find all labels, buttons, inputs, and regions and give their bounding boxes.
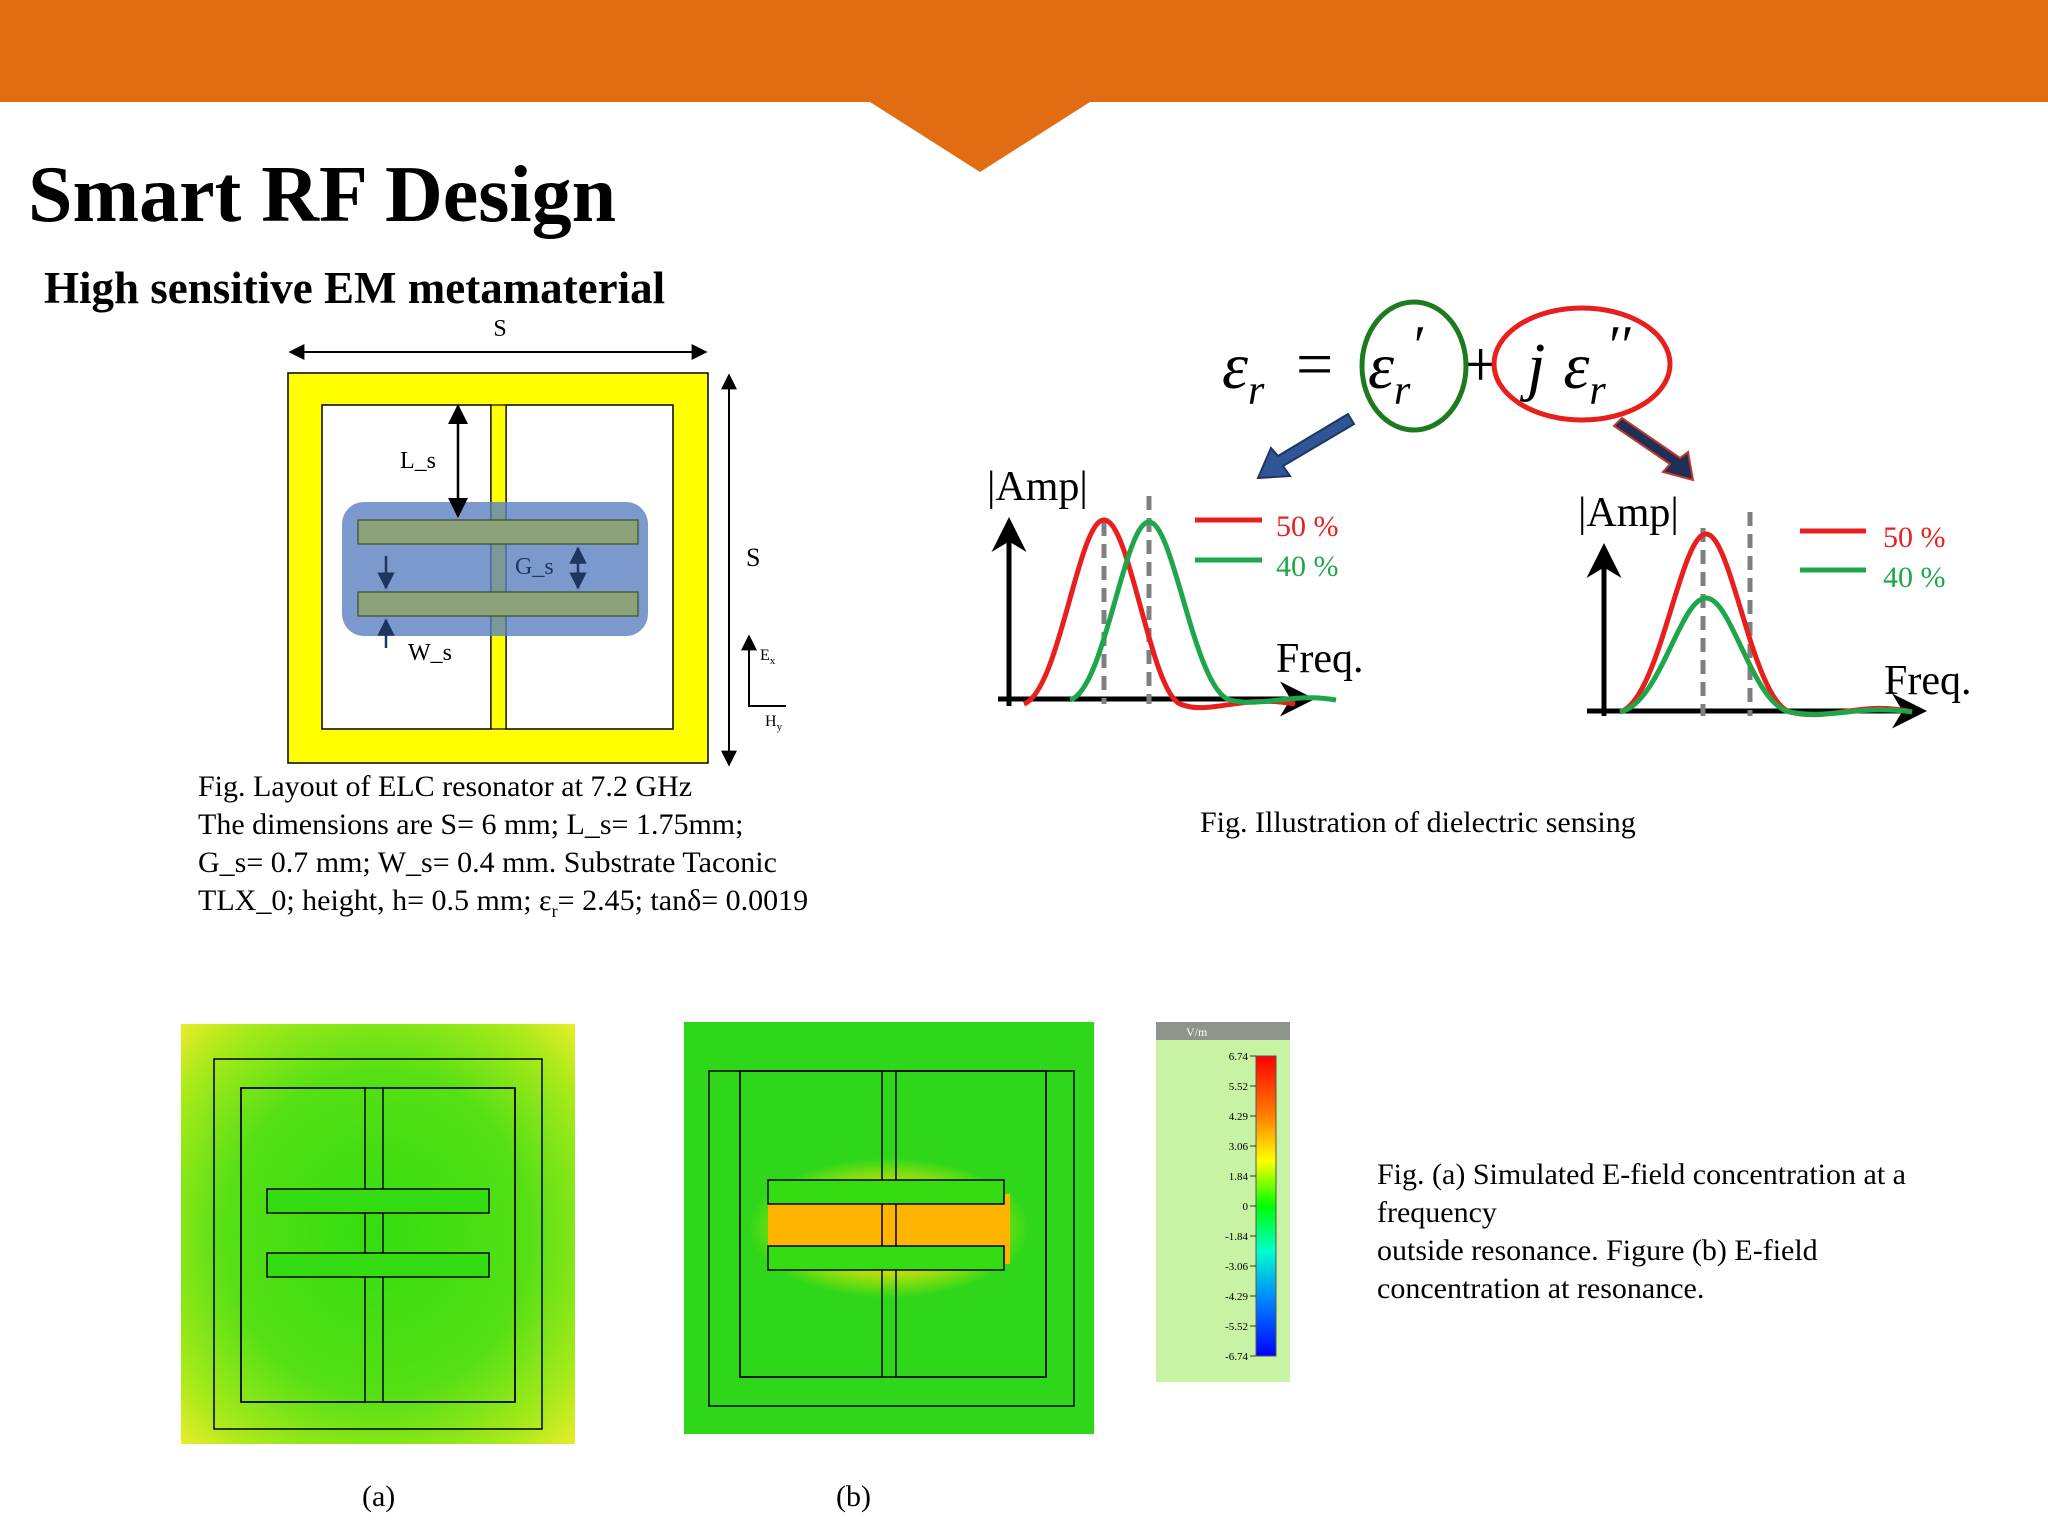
colorbar-tick-label: -1.84 <box>1225 1231 1248 1243</box>
efield-b-finger-top <box>767 1179 1005 1205</box>
colorbar-unit: V/m <box>1186 1025 1208 1039</box>
header-banner <box>0 0 2048 172</box>
right-plot-curve-50 <box>1618 531 1913 718</box>
efield-caption-line: frequency <box>1377 1196 1497 1229</box>
elc-layout-figure: S S L_s G_s W_s Ex Hy <box>287 316 786 767</box>
colorbar-tick-label: 3.06 <box>1229 1141 1249 1153</box>
layout-caption-line: TLX_0; height, h= 0.5 mm; εr= 2.45; tanδ… <box>198 884 809 921</box>
arrow-to-left-plot <box>1256 412 1356 480</box>
right-plot-ylabel: |Amp| <box>1578 490 1679 536</box>
hy-label: Hy <box>765 713 783 733</box>
left-plot-xlabel: Freq. <box>1276 636 1364 682</box>
equation-lhs: εr <box>1222 330 1265 414</box>
efield-caption-line: Fig. (a) Simulated E-field concentration… <box>1377 1158 1906 1191</box>
efield-b-inner-right <box>895 1070 1047 1378</box>
layout-caption: Fig. Layout of ELC resonator at 7.2 GHz … <box>198 768 808 930</box>
efield-a-inner-right <box>382 1087 516 1403</box>
sensing-caption: Fig. Illustration of dielectric sensing <box>1200 806 1636 839</box>
efield-a-background <box>181 1024 575 1444</box>
efield-plot-a <box>181 1024 575 1444</box>
layout-caption-line: G_s= 0.7 mm; W_s= 0.4 mm. Substrate Taco… <box>198 846 777 879</box>
arrow-to-right-plot <box>1612 416 1695 482</box>
colorbar-tick-label: 6.74 <box>1229 1051 1249 1063</box>
ws-label: W_s <box>408 640 452 666</box>
colorbar-tick-label: 0 <box>1243 1201 1249 1213</box>
colorbar-tick-label: 5.52 <box>1229 1081 1248 1093</box>
efield-a-outer-ring <box>213 1058 543 1430</box>
colorbar-ticks: 6.74 5.52 4.29 3.06 1.84 0 -1.84 -3.06 -4.29 -5.5… <box>1225 1051 1256 1363</box>
slide-subtitle: High sensitive EM metamaterial <box>44 263 666 313</box>
layout-caption-line: The dimensions are S= 6 mm; L_s= 1.75mm; <box>198 808 744 841</box>
colorbar-tick-label: 1.84 <box>1229 1171 1249 1183</box>
efield-caption-line: outside resonance. Figure (b) E-field <box>1377 1234 1818 1267</box>
dimension-label-right: S <box>746 543 760 572</box>
ex-label: Ex <box>760 647 776 667</box>
colorbar-tick-label: -6.74 <box>1225 1351 1248 1363</box>
colorbar-tick-label: 4.29 <box>1229 1111 1249 1123</box>
imag-part-circle <box>1491 305 1673 423</box>
colorbar-tick-label: -5.52 <box>1225 1321 1248 1333</box>
gs-label: G_s <box>515 554 554 580</box>
colorbar-gradient <box>1255 1055 1277 1357</box>
efield-a-inner-left <box>240 1087 366 1403</box>
efield-a-finger-bottom <box>266 1252 490 1278</box>
left-plot-ylabel: |Amp| <box>987 464 1088 510</box>
efield-b-finger-bottom <box>767 1245 1005 1271</box>
real-part-circle <box>1359 299 1469 433</box>
efield-label-a: (a) <box>362 1480 396 1513</box>
equation-equals: = <box>1296 328 1333 401</box>
efield-caption-line: concentration at resonance. <box>1377 1272 1705 1305</box>
efield-label-b: (b) <box>836 1480 871 1513</box>
right-legend-green-label: 40 % <box>1883 561 1946 594</box>
efield-caption: Fig. (a) Simulated E-field concentration… <box>1377 1156 1906 1308</box>
right-plot-curve-40 <box>1619 595 1913 717</box>
layout-caption-line: Fig. Layout of ELC resonator at 7.2 GHz <box>198 770 693 803</box>
slide-title: Smart RF Design <box>28 151 617 239</box>
efield-a-finger-top <box>266 1188 490 1214</box>
left-plot-curve-40 <box>1068 519 1337 705</box>
banner-shape <box>0 0 2048 172</box>
efield-b-inner-left <box>739 1070 883 1378</box>
right-legend-red-label: 50 % <box>1883 521 1946 554</box>
left-plot-curve-50 <box>1022 517 1296 711</box>
colorbar-header <box>1156 1022 1290 1040</box>
left-legend-green-label: 40 % <box>1276 550 1339 583</box>
dimension-label-top: S <box>493 316 506 342</box>
colorbar-tick-label: -4.29 <box>1225 1291 1248 1303</box>
left-legend-red-label: 50 % <box>1276 510 1339 543</box>
capacitor-finger-bottom <box>357 591 639 617</box>
colorbar-tick-label: -3.06 <box>1225 1261 1248 1273</box>
efield-colorbar: V/m 6.74 5.52 4.29 3.06 1.84 0 -1.84 -3.06 -4.29… <box>1156 1022 1290 1382</box>
ls-label: L_s <box>400 448 436 474</box>
capacitor-finger-top <box>357 519 639 545</box>
equation-real-part: εr′ <box>1368 315 1423 414</box>
efield-plot-b <box>684 1022 1094 1434</box>
right-plot-xlabel: Freq. <box>1884 658 1972 704</box>
